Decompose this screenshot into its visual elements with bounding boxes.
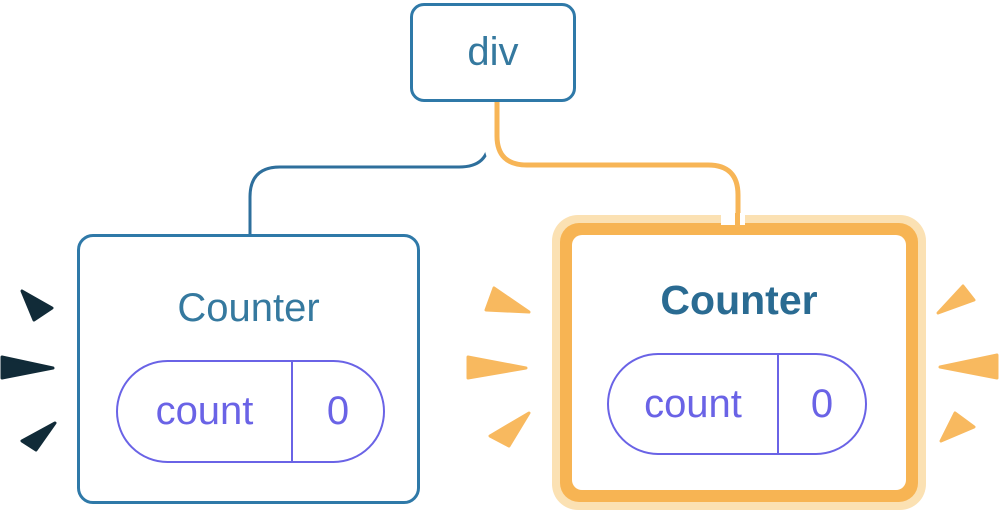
spark-icon bbox=[466, 355, 528, 380]
spark-icon bbox=[936, 284, 976, 315]
edge-core-strip bbox=[735, 213, 740, 227]
spark-group-right bbox=[936, 284, 999, 443]
counter-card-right-highlight: Counter count 0 bbox=[552, 215, 926, 510]
tree-edge-right-core bbox=[494, 98, 741, 232]
spark-icon bbox=[20, 289, 54, 322]
counter-title: Counter bbox=[660, 277, 818, 323]
counter-title: Counter bbox=[177, 286, 320, 330]
spark-icon bbox=[20, 421, 57, 452]
spark-group-middle bbox=[466, 286, 531, 448]
counter-card-left: Counter count 0 bbox=[77, 234, 420, 504]
state-pill: count 0 bbox=[116, 360, 385, 463]
spark-icon bbox=[484, 286, 531, 314]
spark-icon bbox=[0, 355, 55, 380]
state-value: 0 bbox=[810, 381, 834, 426]
tree-edge-left bbox=[248, 100, 491, 236]
spark-icon bbox=[938, 353, 999, 380]
spark-group-left bbox=[0, 289, 57, 452]
tree-edge-right-casing bbox=[483, 98, 745, 232]
state-value: 0 bbox=[326, 389, 350, 433]
counter-card-right: Counter count 0 bbox=[572, 235, 906, 490]
root-node-label: div bbox=[467, 30, 519, 74]
state-pill: count 0 bbox=[607, 353, 867, 455]
spark-icon bbox=[488, 411, 531, 448]
spark-icon bbox=[939, 411, 976, 443]
state-name: count bbox=[118, 362, 293, 461]
root-node: div bbox=[410, 3, 576, 102]
state-name: count bbox=[609, 355, 779, 453]
counter-card-right-border: Counter count 0 bbox=[560, 223, 918, 502]
edge-casing-strip bbox=[721, 213, 745, 225]
